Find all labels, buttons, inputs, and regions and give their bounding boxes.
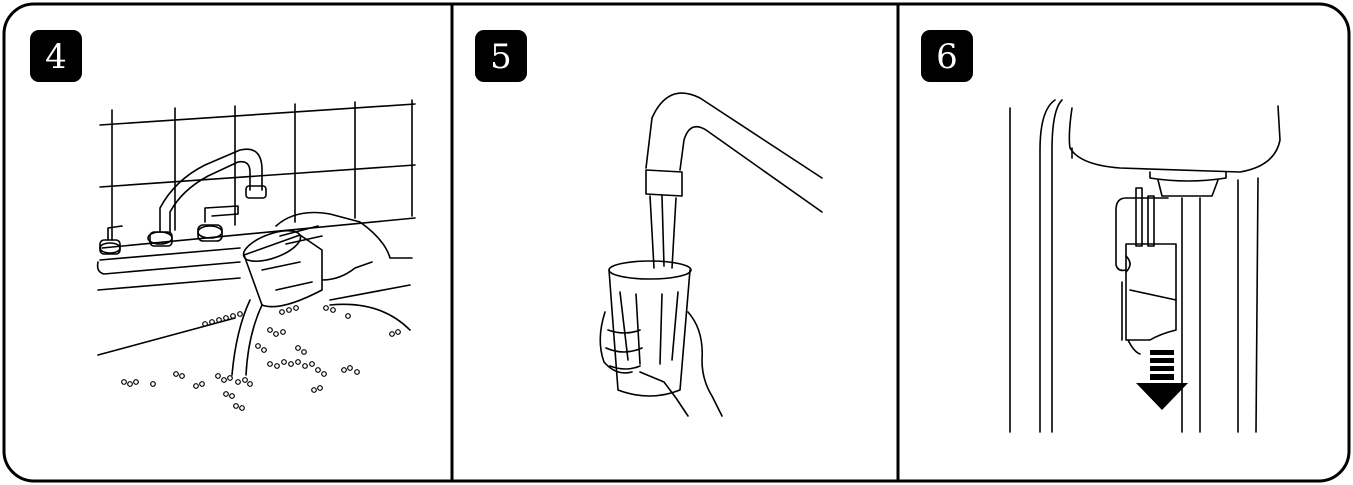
down-arrow-icon xyxy=(1136,350,1188,410)
step-number-5: 5 xyxy=(490,37,512,77)
sink-illustration xyxy=(98,100,415,375)
step-number-4: 4 xyxy=(45,37,67,77)
machine-illustration xyxy=(1010,100,1280,432)
step-panel-6: 6 xyxy=(921,30,1280,432)
faucet-and-cup-illustration xyxy=(600,93,822,416)
spilled-beads xyxy=(122,306,401,411)
step-number-6: 6 xyxy=(936,37,958,77)
step-panel-5: 5 xyxy=(475,30,822,416)
step-panel-4: 4 xyxy=(30,30,415,410)
